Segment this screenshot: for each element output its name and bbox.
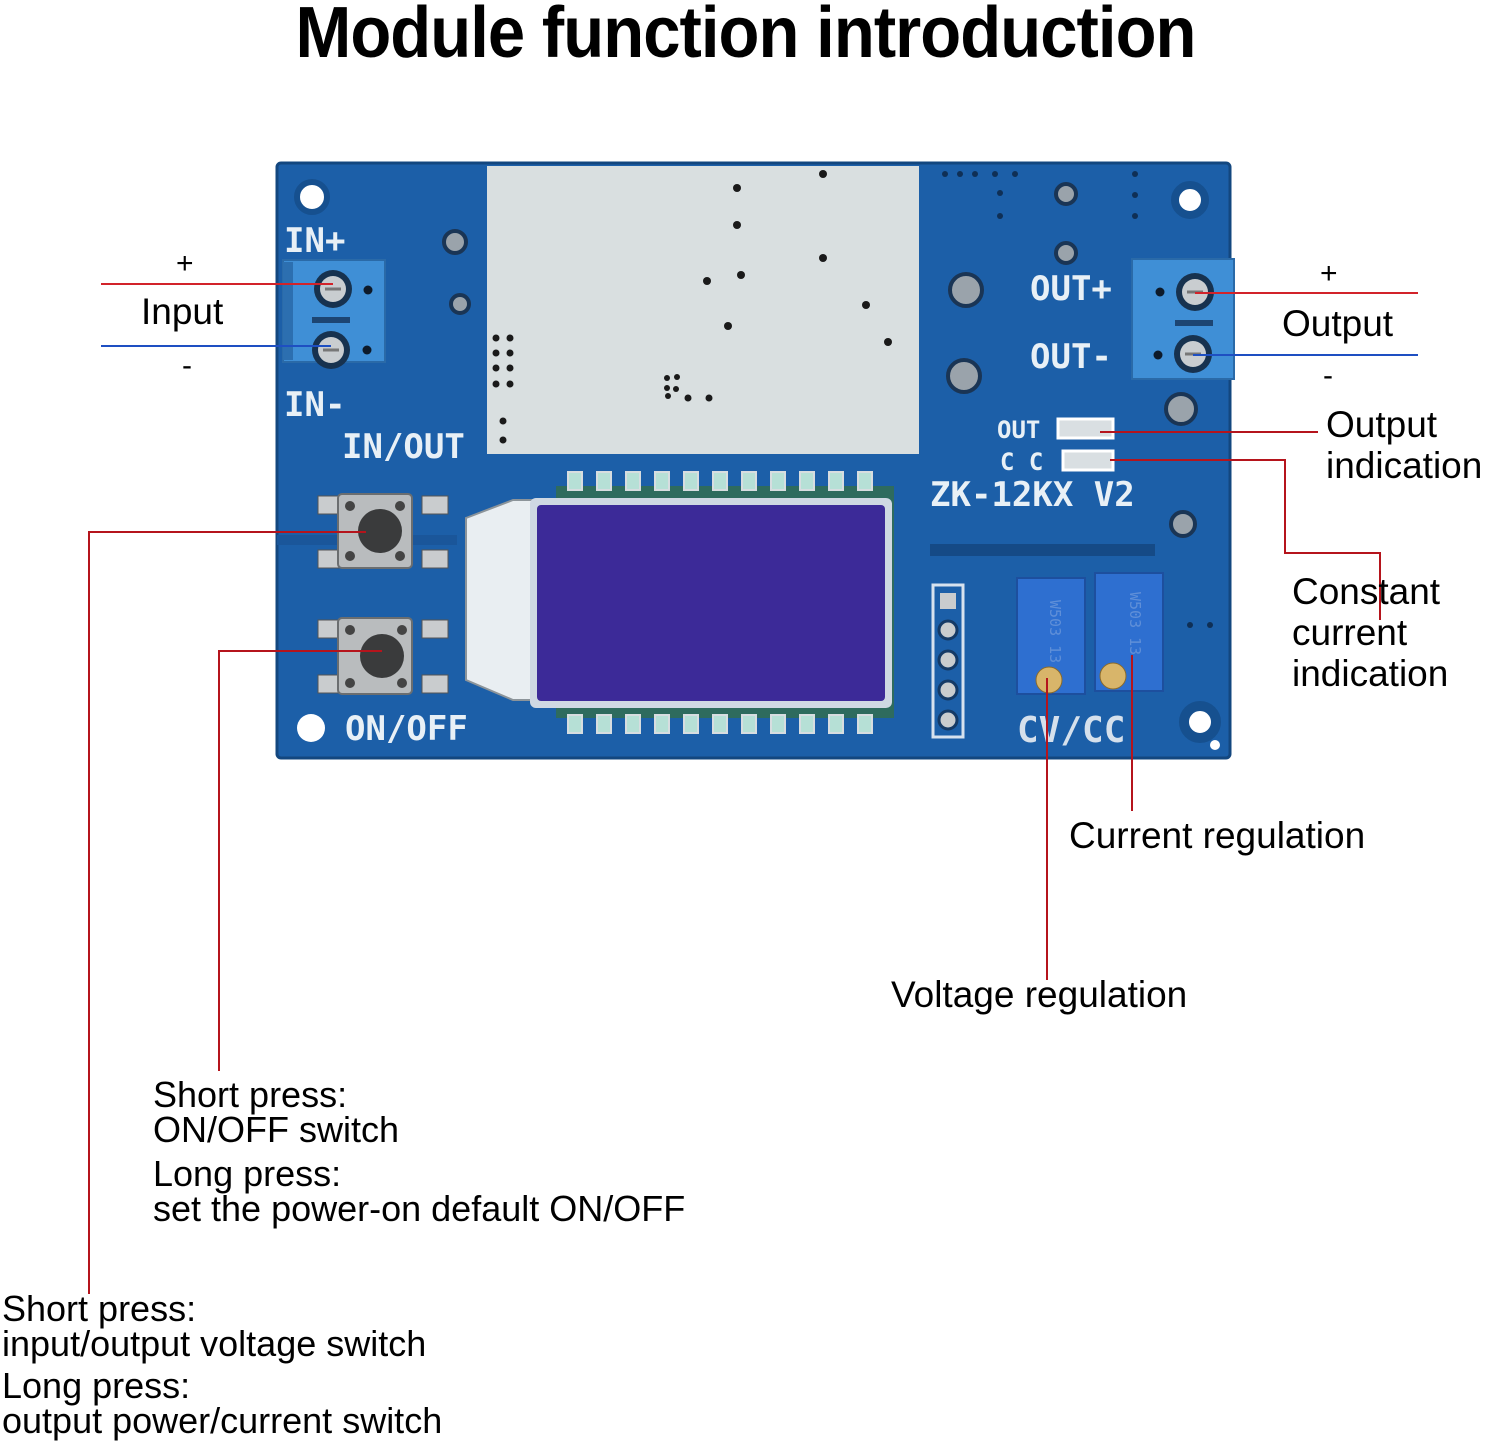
mount-hole-br: [1179, 701, 1221, 743]
mount-hole-bl: [297, 714, 325, 742]
on-off-short-title: Short press:: [153, 1074, 348, 1115]
silk-model: ZK-12KX V2: [930, 475, 1135, 515]
output-led: [1056, 417, 1115, 440]
output-label: Output: [1282, 303, 1394, 344]
in-out-long-title: Long press:: [2, 1365, 191, 1406]
input-plus-sign: +: [176, 247, 194, 280]
silk-in-minus: IN-: [284, 385, 345, 425]
output-indication-line1: Output: [1326, 404, 1438, 445]
input-label: Input: [141, 291, 224, 332]
lcd-display: [465, 486, 894, 718]
mount-hole-tr: [1171, 181, 1209, 219]
cc-indication-line1: Constant: [1292, 571, 1441, 612]
input-minus-sign: -: [182, 349, 192, 382]
silk-led-cc: C C: [1000, 448, 1043, 476]
current-regulation-label: Current regulation: [1069, 815, 1366, 856]
silk-in-out: IN/OUT: [342, 427, 465, 467]
output-plus-sign: +: [1320, 257, 1338, 290]
silk-led-out: OUT: [997, 416, 1040, 444]
pot-marking-voltage: W503 13: [1046, 600, 1064, 663]
on-off-long-desc: set the power-on default ON/OFF: [153, 1188, 686, 1229]
voltage-potentiometer: W503 13: [1016, 577, 1086, 695]
cc-led: [1061, 449, 1115, 472]
output-minus-sign: -: [1323, 359, 1333, 392]
mount-hole-tl: [294, 179, 330, 215]
silk-out-plus: OUT+: [1030, 269, 1112, 309]
current-potentiometer: W503 13: [1094, 572, 1164, 692]
output-indication-line2: indication: [1326, 445, 1483, 486]
on-off-long-title: Long press:: [153, 1153, 342, 1194]
silk-on-off: ON/OFF: [345, 709, 468, 749]
silk-cv-cc: CV/CC: [1017, 710, 1125, 751]
cc-indication-line2: current: [1292, 612, 1408, 653]
voltage-regulation-label: Voltage regulation: [891, 974, 1188, 1015]
output-terminal-block: [1131, 258, 1235, 380]
header-pins: [931, 583, 965, 739]
page-title: Module function introduction: [295, 0, 1196, 73]
silk-out-minus: OUT-: [1030, 337, 1112, 377]
inductor-shield: [487, 166, 919, 454]
in-out-short-desc: input/output voltage switch: [2, 1323, 427, 1364]
silk-in-plus: IN+: [284, 221, 345, 261]
on-off-short-desc: ON/OFF switch: [153, 1109, 400, 1150]
lcd-pins: [567, 471, 873, 734]
cc-indication-line3: indication: [1292, 653, 1449, 694]
pot-marking-current: W503 13: [1126, 592, 1144, 655]
in-out-long-desc: output power/current switch: [2, 1400, 443, 1441]
input-terminal-block: [282, 259, 386, 369]
in-out-short-title: Short press:: [2, 1288, 197, 1329]
